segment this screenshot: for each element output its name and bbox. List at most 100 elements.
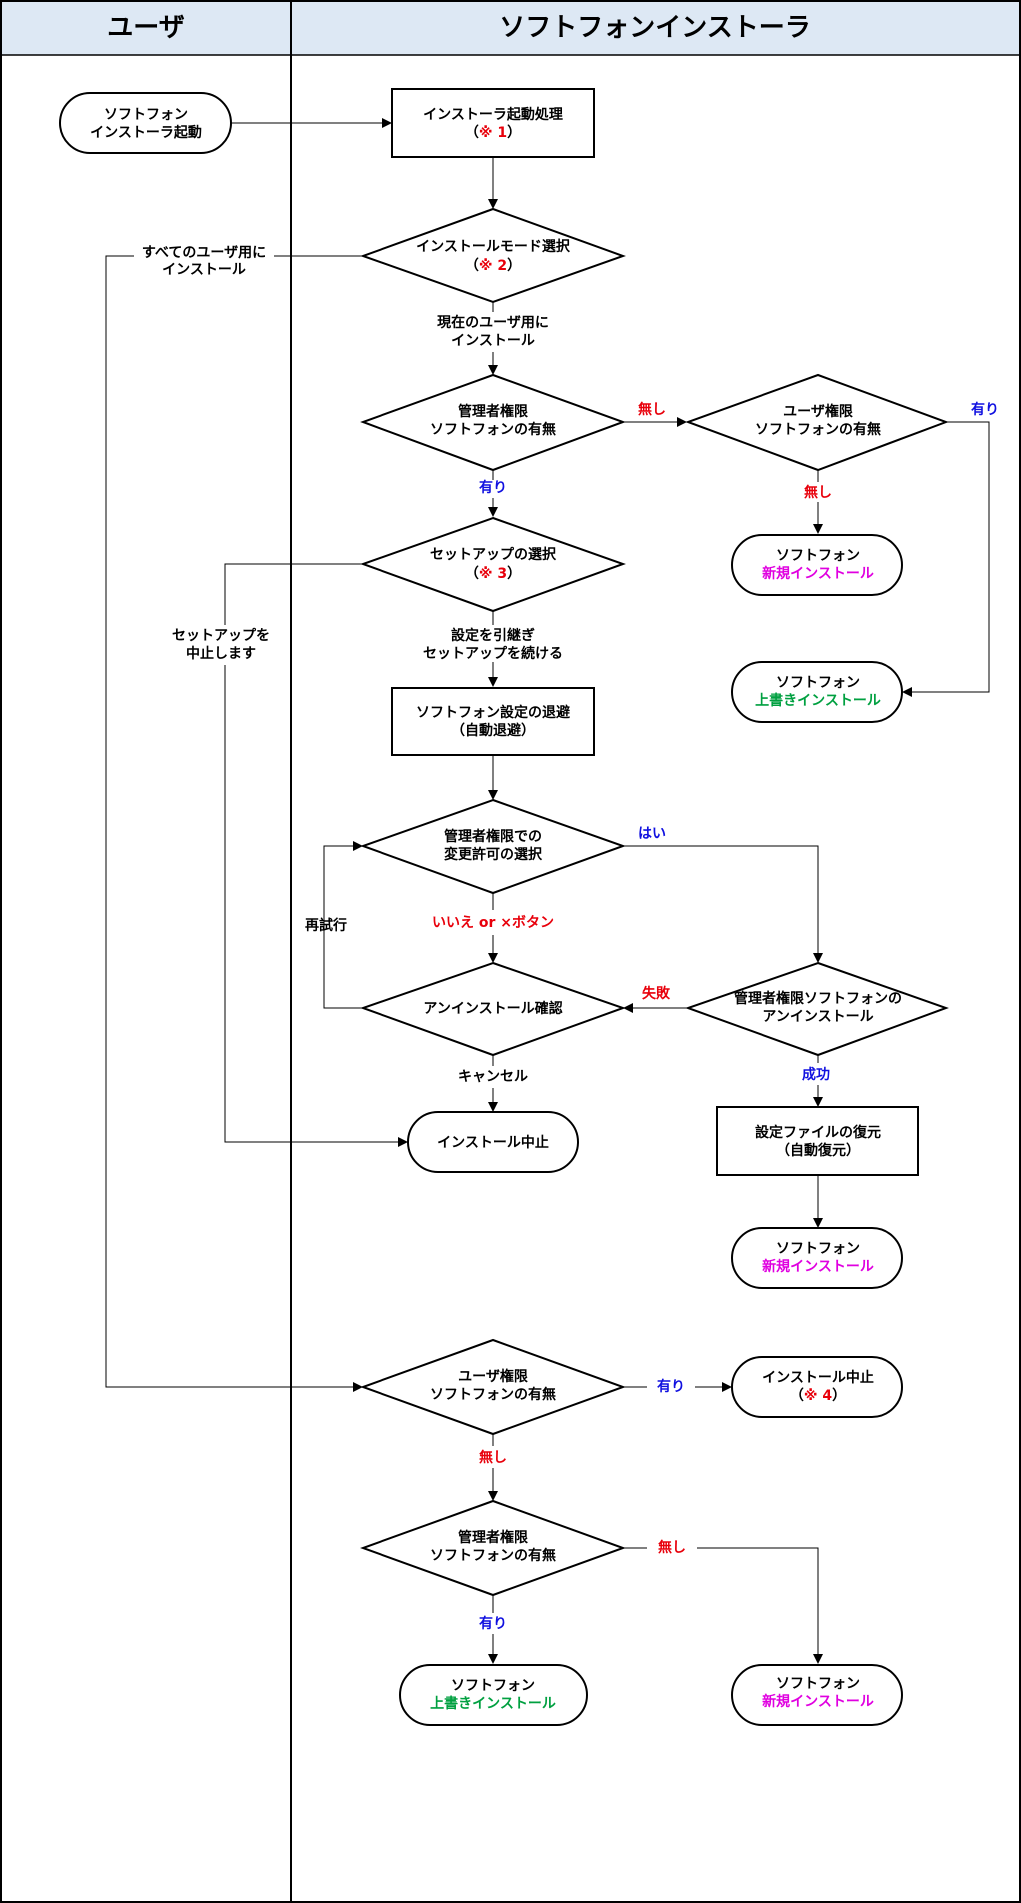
- process-shape: [716, 1106, 919, 1176]
- terminal-shape: [731, 1664, 903, 1726]
- node-text: ソフトフォンの有無: [430, 1386, 556, 1403]
- node-text: 新規インストール: [762, 1693, 874, 1710]
- node-text: 設定ファイルの復元: [755, 1124, 881, 1141]
- edge-label-yes: 有り: [971, 401, 999, 418]
- edge-label-yes: はい: [638, 826, 666, 842]
- node-over2: ソフトフォン 上書きインストール: [399, 1664, 588, 1726]
- decision-shape: [360, 961, 626, 1057]
- node-text: 管理者権限での: [444, 828, 542, 845]
- node-text: ソフトフォン: [451, 1678, 535, 1694]
- edge-label-none: 無し: [804, 484, 832, 501]
- label-bg: [134, 244, 274, 280]
- edge-label-none: 無し: [658, 1539, 686, 1556]
- terminal-shape: [731, 661, 903, 723]
- edge-label-stop-setup: 中止します: [186, 645, 256, 662]
- node-restore: 設定ファイルの復元 （自動復元）: [716, 1106, 919, 1176]
- edge-label-yes: 有り: [657, 1378, 685, 1395]
- node-text: ソフトフォン: [104, 107, 188, 123]
- label-bg: [160, 625, 290, 665]
- edge-label-stop-setup: セットアップを: [172, 628, 270, 644]
- node-text: 新規インストール: [762, 1258, 874, 1275]
- edge-label-none: 無し: [638, 401, 666, 418]
- node-text: ソフトフォン: [776, 675, 860, 691]
- decision-shape: [685, 961, 949, 1057]
- node-text: ソフトフォン設定の退避: [416, 704, 570, 721]
- decision-shape: [360, 798, 626, 895]
- edge-label-success: 成功: [802, 1066, 830, 1083]
- node-admin-uninst: 管理者権限ソフトフォンの アンインストール: [685, 961, 949, 1057]
- node-new3: ソフトフォン 新規インストール: [731, 1664, 903, 1726]
- terminal-shape: [731, 1356, 903, 1418]
- edge-label-yes: 有り: [479, 479, 507, 496]
- connectors: [105, 118, 990, 1664]
- node-text: アンインストール確認: [423, 1000, 562, 1017]
- node-text: 上書きインストール: [755, 692, 881, 709]
- node-note: （※ 4）: [790, 1388, 846, 1404]
- node-text: 管理者権限: [458, 403, 528, 420]
- node-mode: インストールモード選択 （※ 2）: [360, 207, 626, 304]
- edge-retry: [323, 841, 363, 1009]
- node-permit: 管理者権限での 変更許可の選択: [360, 798, 626, 895]
- edge-user1-over1: [902, 421, 990, 697]
- node-text: ソフトフォン: [776, 1676, 860, 1692]
- edge-label-current-user: インストール: [451, 333, 535, 349]
- node-text: ソフトフォンの有無: [430, 421, 556, 438]
- node-new1: ソフトフォン 新規インストール: [731, 534, 903, 596]
- node-over1: ソフトフォン 上書きインストール: [731, 661, 903, 723]
- edge-mode-user2: [105, 255, 363, 1392]
- node-text: 上書きインストール: [430, 1695, 556, 1712]
- node-text: ソフトフォン: [776, 548, 860, 564]
- terminal-shape: [731, 534, 903, 596]
- node-boot: インストーラ起動処理 （※ 1）: [391, 88, 595, 158]
- decision-shape: [360, 1499, 626, 1597]
- node-text: インストール中止: [437, 1134, 549, 1151]
- lane-header-bg: [1, 1, 1020, 55]
- node-text: 変更許可の選択: [444, 846, 543, 863]
- node-text: 管理者権限: [458, 1529, 528, 1546]
- node-user1: ユーザ権限 ソフトフォンの有無: [685, 373, 949, 472]
- edge-label-keep-settings: 設定を引継ぎ: [451, 627, 535, 644]
- node-text: ソフトフォンの有無: [755, 421, 881, 438]
- node-text: （自動退避）: [451, 722, 535, 739]
- node-text: インストールモード選択: [416, 238, 571, 255]
- node-user2: ユーザ権限 ソフトフォンの有無: [360, 1338, 626, 1436]
- terminal-shape: [407, 1111, 579, 1173]
- lane-title-user: ユーザ: [107, 13, 184, 43]
- node-text: インストーラ起動: [90, 124, 202, 141]
- node-text: 管理者権限ソフトフォンの: [734, 990, 902, 1007]
- terminal-shape: [59, 92, 232, 154]
- node-text: ユーザ権限: [783, 403, 853, 420]
- process-shape: [391, 88, 595, 158]
- node-uninst-confirm: アンインストール確認: [360, 961, 626, 1057]
- edge-label-none: 無し: [479, 1449, 507, 1466]
- node-backup: ソフトフォン設定の退避 （自動退避）: [391, 687, 595, 756]
- edge-label-cancel: キャンセル: [458, 1069, 528, 1085]
- nodes: ソフトフォン インストーラ起動 インストーラ起動処理 （※ 1） インストールモ…: [59, 88, 949, 1726]
- node-start: ソフトフォン インストーラ起動: [59, 92, 232, 154]
- node-new2: ソフトフォン 新規インストール: [731, 1227, 903, 1289]
- terminal-shape: [399, 1664, 588, 1726]
- edge-label-all-users: インストール: [162, 262, 246, 278]
- edge-permit-adminuninst: [623, 845, 823, 963]
- terminal-shape: [731, 1227, 903, 1289]
- node-text: ユーザ権限: [458, 1368, 528, 1385]
- node-note: （※ 3）: [465, 566, 521, 582]
- node-text: アンインストール: [762, 1009, 873, 1025]
- edge-label-fail: 失敗: [642, 985, 671, 1002]
- decision-shape: [360, 516, 626, 613]
- node-note: （※ 2）: [465, 258, 521, 274]
- edge-label-no-or-close: いいえ or ×ボタン: [432, 915, 554, 931]
- node-text: （自動復元）: [776, 1142, 860, 1159]
- edge-label-keep-settings: セットアップを続ける: [423, 645, 563, 662]
- process-shape: [391, 687, 595, 756]
- node-text: セットアップの選択: [430, 546, 557, 563]
- decision-shape: [360, 373, 626, 472]
- node-text: ソフトフォン: [776, 1241, 860, 1257]
- node-text: インストーラ起動処理: [423, 106, 563, 123]
- node-setup: セットアップの選択 （※ 3）: [360, 516, 626, 613]
- lane-title-installer: ソフトフォンインストーラ: [499, 13, 810, 43]
- edge-label-retry: 再試行: [305, 917, 347, 934]
- edge-label-yes: 有り: [479, 1615, 507, 1632]
- decision-shape: [360, 1338, 626, 1436]
